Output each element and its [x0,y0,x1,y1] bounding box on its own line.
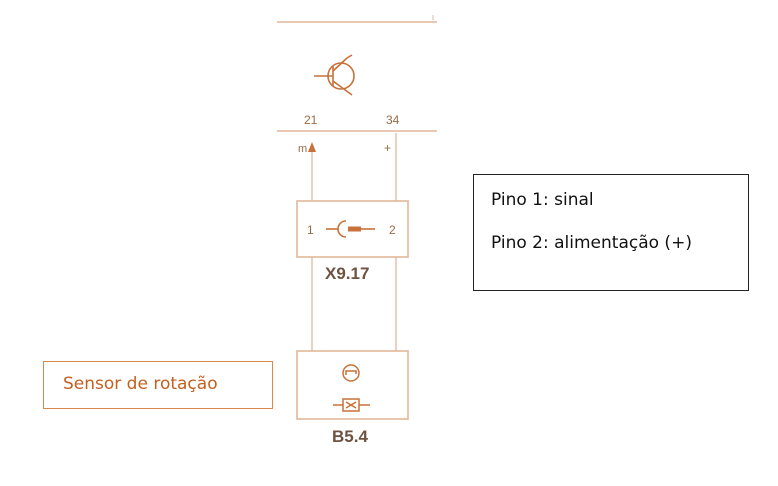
sensor-box [296,350,409,420]
connector-pin1-label: 1 [307,223,314,237]
transistor-icon [314,54,355,96]
pin-info-box: Pino 1: sinal Pino 2: alimentação (+) [473,174,749,291]
rotation-sensor-icon [333,364,370,412]
terminal-21-label: 21 [304,113,318,127]
connector-pin2-label: 2 [389,223,396,237]
terminal-34-label: 34 [386,113,400,127]
connector-name-label: X9.17 [325,264,369,283]
signal-arrow-icon [308,142,316,152]
pin2-info-text: Pino 2: alimentação (+) [491,233,692,253]
sensor-callout: Sensor de rotação [43,361,273,409]
pin-marker-plus: + [384,141,391,155]
pin-marker-m: m [298,143,307,155]
sensor-name-label: B5.4 [332,427,368,446]
pin1-info-text: Pino 1: sinal [491,190,594,210]
connector-icon [326,220,375,238]
sensor-callout-text: Sensor de rotação [63,374,218,394]
